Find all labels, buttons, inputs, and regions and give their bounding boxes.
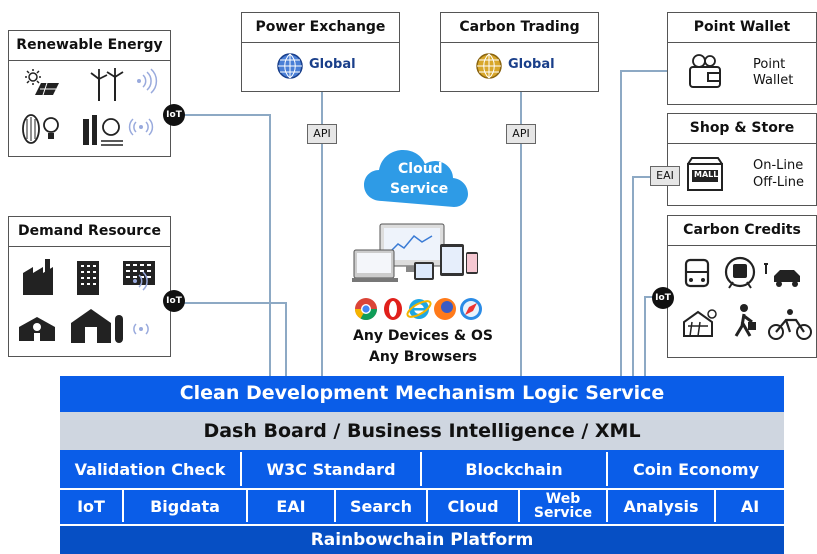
tech-analysis: Analysis <box>608 490 716 522</box>
hydro-dam-icon <box>83 115 123 146</box>
bus-icon <box>684 258 710 288</box>
coin-economy: Coin Economy <box>632 459 760 479</box>
carbon-trading-box: Carbon Trading Global <box>440 12 599 92</box>
safari-icon <box>460 298 482 320</box>
connector-line <box>184 114 270 116</box>
barn-icon <box>71 309 123 343</box>
firefox-icon <box>434 298 456 320</box>
dashboard-bi-xml: Dash Board / Business Intelligence / XML <box>203 420 641 442</box>
connector-line <box>644 296 646 376</box>
globe-icon <box>277 53 303 79</box>
wallet-icon <box>689 54 721 88</box>
api-badge: API <box>506 124 536 144</box>
box-title: Power Exchange <box>242 13 399 43</box>
school-icon <box>19 317 55 341</box>
solar-house-icon <box>683 309 717 337</box>
box-title: Point Wallet <box>668 13 816 43</box>
wireless-signal-icon <box>133 271 148 291</box>
apartment-icon <box>123 261 155 285</box>
mall-sign: MALL <box>694 170 719 179</box>
rainbowchain-platform: Rainbowchain Platform <box>310 530 534 550</box>
power-exchange-box: Power Exchange Global <box>241 12 400 92</box>
biomass-icon <box>22 114 59 144</box>
tech-search: Search <box>336 490 428 522</box>
renewable-energy-box: Renewable Energy <box>8 30 171 157</box>
factory-icon <box>23 259 53 295</box>
walking-person-icon <box>734 304 756 337</box>
tech-cloud: Cloud <box>428 490 520 522</box>
connector-line <box>520 92 522 376</box>
cloud-label-2: Service <box>390 181 449 197</box>
demand-resource-box: Demand Resource <box>8 216 171 357</box>
connector-line <box>285 302 287 376</box>
solar-panel-icon <box>25 69 59 96</box>
carbon-credits-box: Carbon Credits <box>667 215 817 358</box>
chrome-icon <box>355 298 377 320</box>
iot-badge: IoT <box>163 290 185 312</box>
iot-badge: IoT <box>652 287 674 309</box>
wind-turbine-icon <box>90 68 124 101</box>
connector-line <box>184 302 286 304</box>
devices-caption-1: Any Devices & OS <box>353 328 493 344</box>
cdm-logic-row: Clean Development Mechanism Logic Servic… <box>60 376 784 410</box>
api-badge: API <box>307 124 337 144</box>
cloud-label-1: Cloud <box>398 161 443 177</box>
box-title: Carbon Trading <box>441 13 598 43</box>
tech-bigdata: Bigdata <box>124 490 248 522</box>
platform-stack: Clean Development Mechanism Logic Servic… <box>60 376 784 554</box>
iot-badge: IoT <box>163 104 185 126</box>
connector-line <box>620 70 622 376</box>
mall-icon <box>687 157 723 191</box>
online-label: On-Line <box>753 158 804 173</box>
point-wallet-label: Point Wallet <box>753 57 794 88</box>
cdm-logic-service: Clean Development Mechanism Logic Servic… <box>179 382 665 404</box>
wireless-signal-icon <box>128 118 154 136</box>
shop-store-box: Shop & Store MALL On-Line Off-Line <box>667 113 817 206</box>
tech-web-service: Web Service <box>520 490 608 522</box>
box-title: Shop & Store <box>668 114 816 144</box>
building-icon <box>77 261 99 295</box>
dashboard-row: Dash Board / Business Intelligence / XML <box>60 412 784 450</box>
validation-check: Validation Check <box>60 452 242 486</box>
point-wallet-box: Point Wallet Point Wallet <box>667 12 817 105</box>
tech-iot: IoT <box>60 490 124 522</box>
box-title: Renewable Energy <box>9 31 170 61</box>
connector-line <box>620 70 668 72</box>
devices-caption-2: Any Browsers <box>369 349 477 365</box>
wireless-signal-icon <box>133 323 149 335</box>
bicycle-icon <box>768 309 812 340</box>
offline-label: Off-Line <box>753 175 804 190</box>
opera-icon <box>384 298 402 320</box>
cloud-icon <box>364 150 468 207</box>
globe-icon <box>476 53 502 79</box>
box-title: Demand Resource <box>9 217 170 247</box>
connector-line <box>632 176 634 376</box>
train-icon <box>724 256 756 289</box>
global-label: Global <box>508 57 555 72</box>
browser-icons <box>355 298 482 320</box>
global-label: Global <box>309 57 356 72</box>
tech-eai: EAI <box>248 490 336 522</box>
w3c-standard: W3C Standard <box>242 452 422 486</box>
eai-badge: EAI <box>650 166 680 186</box>
electric-car-icon <box>764 263 800 287</box>
devices-illustration <box>352 223 478 282</box>
rainbowchain-row: Rainbowchain Platform <box>60 524 784 554</box>
blockchain: Blockchain <box>422 452 608 486</box>
internet-explorer-icon <box>406 299 432 319</box>
box-title: Carbon Credits <box>668 216 816 246</box>
tech-ai: AI <box>740 496 760 516</box>
connector-line <box>321 92 323 376</box>
services-row: Validation Check W3C Standard Blockchain… <box>60 452 784 486</box>
wireless-signal-icon <box>137 68 158 94</box>
connector-line <box>269 114 271 376</box>
tech-row: IoT Bigdata EAI Search Cloud Web Service… <box>60 488 784 522</box>
